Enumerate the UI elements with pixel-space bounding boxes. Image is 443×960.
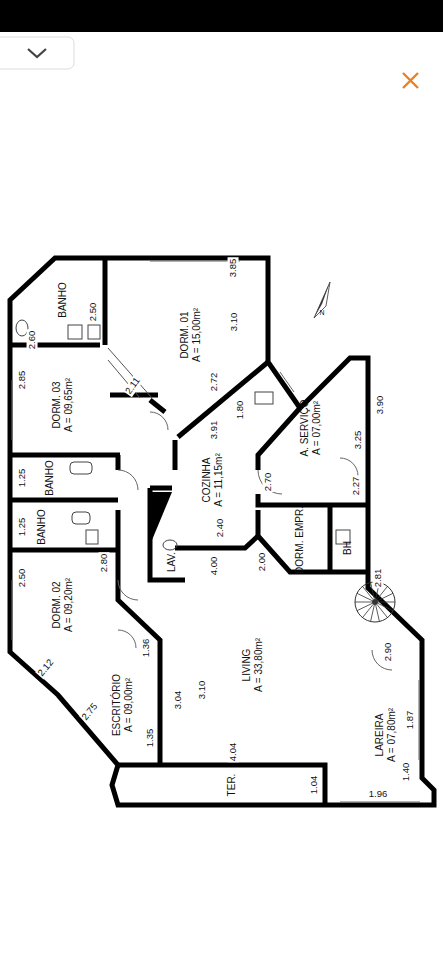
room: BANHO xyxy=(44,460,56,496)
room: A. SERVIÇOA = 07,00m² xyxy=(299,399,322,456)
dimension: 2.85 xyxy=(17,370,28,391)
stair-step xyxy=(357,593,372,600)
room-name: DORM. 01 xyxy=(179,308,191,362)
dimension: 3.25 xyxy=(353,430,364,451)
shaft xyxy=(152,492,172,540)
chevron-icon xyxy=(28,49,46,57)
room: LAV. xyxy=(166,552,178,572)
dimension: 1.04 xyxy=(309,775,320,796)
room-name: A. SERVIÇO xyxy=(299,399,311,456)
stair-step xyxy=(355,602,372,603)
walls xyxy=(10,258,434,805)
room-name: DORM. EMPR. xyxy=(294,506,306,574)
dimension: 2.90 xyxy=(383,642,394,663)
room: DORM. 03A = 09,65m² xyxy=(51,378,74,432)
dimension: 1.80 xyxy=(235,400,246,421)
dimension: 2.70 xyxy=(263,472,274,493)
dimension: 2.81 xyxy=(373,568,384,589)
room: ESCRITÓRIOA = 09,00m² xyxy=(111,674,134,736)
dimension: 3.85 xyxy=(228,258,239,279)
stair-step xyxy=(363,604,374,617)
dimension: 3.91 xyxy=(209,420,220,441)
dimension: 1.25 xyxy=(17,468,28,489)
dimension: 2.27 xyxy=(351,476,362,497)
close-icon xyxy=(403,73,418,88)
top-bar xyxy=(0,0,443,32)
room-area: A = 09,00m² xyxy=(122,674,134,736)
dimension: 4.04 xyxy=(228,742,239,763)
stair-post xyxy=(372,599,378,605)
room: LIVINGA = 33,80m² xyxy=(241,638,264,692)
room-name: TER. xyxy=(226,774,238,797)
dimension: 1.96 xyxy=(368,789,389,800)
stair-step xyxy=(378,602,395,603)
dimension: 2.72 xyxy=(209,372,220,393)
room-area: A = 09,65m² xyxy=(62,378,74,432)
room-name: LIVING xyxy=(241,638,253,692)
windows xyxy=(12,261,420,802)
north-mark: N xyxy=(318,309,325,317)
room-name: ESCRITÓRIO xyxy=(111,674,123,736)
north-arrow xyxy=(314,282,330,318)
room: DORM. 02A = 09,20m² xyxy=(51,578,74,632)
room: DORM. EMPR. xyxy=(294,506,306,574)
room-name: DORM. 02 xyxy=(51,578,63,632)
room-name: DORM. 03 xyxy=(51,378,63,432)
dimension: 3.10 xyxy=(197,680,208,701)
room-name: LAV. xyxy=(166,552,178,572)
room-name: COZINHA xyxy=(201,453,213,506)
room-area: A = 33,80m² xyxy=(252,638,264,692)
room: DORM. 01A = 15,00m² xyxy=(179,308,202,362)
stair-step xyxy=(378,603,393,610)
room: BANHO xyxy=(36,509,48,545)
dimension: 4.00 xyxy=(209,556,220,577)
stair-step xyxy=(376,605,380,622)
room-name: BANHO xyxy=(44,460,56,496)
room: BH xyxy=(342,541,354,555)
dimension: 1.36 xyxy=(141,638,152,659)
room-name: LAREIRA xyxy=(374,708,386,762)
room-name: BANHO xyxy=(57,282,69,318)
room: LAREIRAA = 07,80m² xyxy=(374,708,397,762)
dimension: 2.50 xyxy=(17,568,28,589)
room-name: BANHO xyxy=(36,509,48,545)
dimension: 2.60 xyxy=(27,330,38,351)
dimension: 3.10 xyxy=(229,312,240,333)
room-name: BH xyxy=(342,541,354,555)
stair-step xyxy=(377,586,388,599)
room-area: A = 15,00m² xyxy=(190,308,202,362)
dimension: 3.04 xyxy=(173,690,184,711)
dimension: 1.35 xyxy=(145,728,156,749)
dimension: 3.90 xyxy=(375,395,386,416)
room: TER. xyxy=(226,774,238,797)
room-area: A = 11,15m² xyxy=(212,453,224,506)
dimension: 1.87 xyxy=(405,710,416,731)
room-area: A = 07,00m² xyxy=(310,399,322,456)
dimension: 2.00 xyxy=(257,552,268,573)
room-area: A = 07,80m² xyxy=(385,708,397,762)
wardrobe-lines xyxy=(108,348,152,398)
door-swings xyxy=(118,412,392,670)
dimension: 1.40 xyxy=(401,762,412,783)
stair-step xyxy=(357,603,372,610)
dimension: 1.25 xyxy=(17,517,28,538)
room: COZINHAA = 11,15m² xyxy=(201,453,224,506)
dimension: 2.40 xyxy=(215,518,226,539)
room-area: A = 09,20m² xyxy=(62,578,74,632)
dimension: 2.50 xyxy=(88,302,99,323)
stair-step xyxy=(378,593,393,600)
room: BANHO xyxy=(57,282,69,318)
collapse-tab xyxy=(0,37,74,69)
dimension: 2.80 xyxy=(99,553,110,574)
